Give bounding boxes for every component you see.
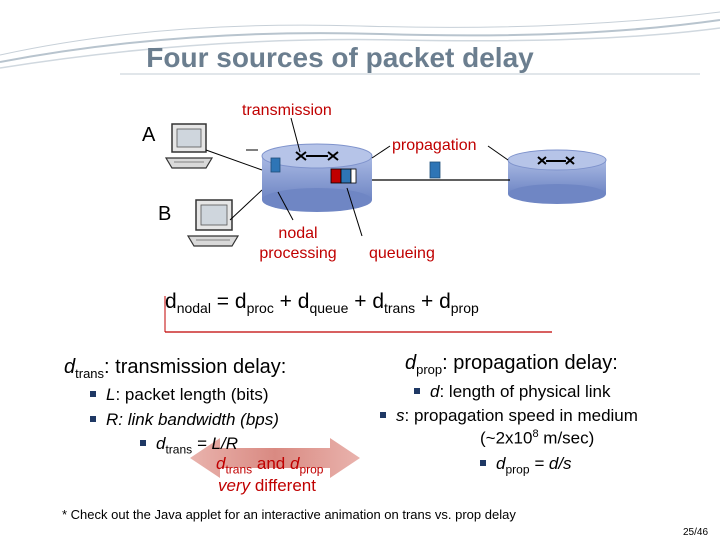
bullet-square-icon [480, 459, 486, 466]
speed-value: (~2x108 m/sec) [480, 428, 595, 448]
bullet-square-icon [140, 439, 146, 446]
propagation-label: propagation [392, 137, 477, 154]
bullet-square-icon [90, 415, 96, 422]
link-b [229, 189, 263, 221]
nodal-delay-formula: dnodal = dproc + dqueue + dtrans + dprop [165, 290, 479, 317]
formula-d-queue: dqueue [297, 290, 349, 317]
queueing-label: queueing [369, 245, 435, 262]
host-a-computer-icon [164, 123, 214, 169]
comparison-line-1: dtrans and dprop [216, 454, 324, 477]
packet-queued-1 [330, 168, 342, 184]
bullet-prop-equation: dprop = d/s [480, 454, 572, 476]
bullet-square-icon [90, 390, 96, 397]
propagation-delay-heading: dprop: propagation delay: [405, 352, 618, 377]
formula-d-prop: dprop [439, 290, 479, 317]
host-b-computer-icon [186, 199, 240, 247]
packet-queued-2 [340, 168, 352, 184]
footnote: * Check out the Java applet for an inter… [62, 507, 516, 522]
formula-d-proc: dproc [234, 290, 274, 317]
link-a [205, 149, 263, 171]
transmission-label: transmission [242, 102, 332, 119]
host-a-label: A [142, 124, 156, 146]
router-2-icon [507, 149, 607, 204]
transmission-delay-heading: dtrans: transmission delay: [64, 356, 287, 381]
bullet-link-bandwidth: R: link bandwidth (bps) [90, 410, 279, 430]
slide-title: Four sources of packet delay [146, 42, 534, 73]
packet-in-flight [429, 161, 441, 179]
propagation-pointer-right [487, 145, 509, 161]
header-swoosh [0, 11, 720, 75]
formula-d-nodal: dnodal [165, 290, 211, 317]
bullet-square-icon [380, 411, 386, 418]
comparison-line-2: very different [218, 476, 316, 495]
bullet-physical-length: d: length of physical link [414, 382, 611, 402]
packet-incoming [270, 157, 281, 173]
host-b-label: B [158, 203, 172, 225]
bullet-trans-equation: dtrans = L/R [140, 434, 238, 456]
transmission-pointer [290, 117, 301, 153]
processing-word: processing [259, 245, 337, 262]
comparison-arrow [190, 438, 360, 478]
bullet-square-icon [414, 387, 420, 394]
nodal-processing-label: nodal processing [253, 224, 343, 264]
bullet-propagation-speed: s: propagation speed in medium [380, 406, 638, 426]
nodal-word: nodal [278, 225, 318, 242]
queueing-pointer [346, 187, 363, 237]
bullet-packet-length: L: packet length (bits) [90, 385, 269, 405]
packet-queued-3 [350, 168, 357, 184]
page-number: 25/46 [683, 527, 709, 538]
processing-pointer [277, 191, 294, 221]
propagation-pointer-left [371, 145, 391, 159]
formula-d-trans: dtrans [372, 290, 416, 317]
